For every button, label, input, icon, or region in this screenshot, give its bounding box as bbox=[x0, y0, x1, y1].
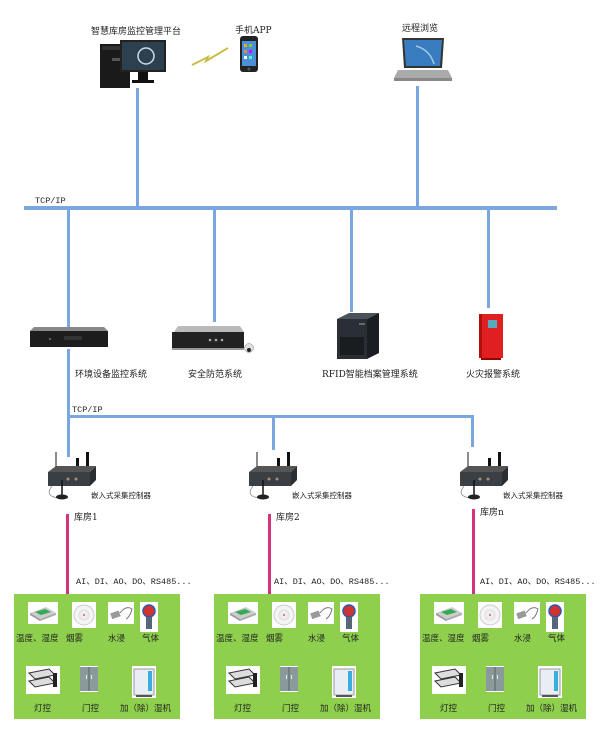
device-label: 灯控 bbox=[234, 704, 252, 714]
nvr-camera-icon bbox=[172, 326, 254, 358]
device-label: 烟雾 bbox=[472, 634, 490, 644]
thermo-hygrometer-icon bbox=[228, 602, 258, 624]
gas-detector-icon bbox=[546, 602, 564, 632]
device-label: 水浸 bbox=[308, 634, 326, 644]
laptop-icon bbox=[394, 36, 452, 82]
device-label: 门控 bbox=[82, 704, 100, 714]
signal-types-label: AI、DI、AO、DO、RS485... bbox=[480, 577, 596, 587]
device-label: 加（除）湿机 bbox=[120, 704, 172, 714]
door-control-icon bbox=[486, 666, 504, 692]
light-control-icon bbox=[432, 666, 466, 694]
signal-types-label: AI、DI、AO、DO、RS485... bbox=[76, 577, 192, 587]
device-label: 水浸 bbox=[108, 634, 126, 644]
remote-label: 远程浏览 bbox=[402, 24, 439, 34]
controller-icon bbox=[243, 450, 305, 502]
signal-types-label: AI、DI、AO、DO、RS485... bbox=[274, 577, 390, 587]
dehumidifier-icon bbox=[538, 666, 562, 698]
device-label: 烟雾 bbox=[266, 634, 284, 644]
controller-label: 嵌入式采集控制器 bbox=[503, 491, 563, 500]
platform-label: 智慧库房监控管理平台 bbox=[91, 27, 182, 37]
door-control-icon bbox=[80, 666, 98, 692]
device-label: 温度、湿度 bbox=[16, 634, 59, 644]
controller-drop-line-1 bbox=[67, 399, 70, 457]
tower-server-icon bbox=[337, 313, 381, 359]
water-leak-sensor-icon bbox=[108, 602, 134, 624]
device-label: 加（除）湿机 bbox=[526, 704, 578, 714]
device-label: 加（除）湿机 bbox=[320, 704, 372, 714]
thermo-hygrometer-icon bbox=[434, 602, 464, 624]
system-label-4: 火灾报警系统 bbox=[466, 370, 521, 380]
system-drop-line-4 bbox=[487, 210, 490, 308]
device-panel: 温度、湿度烟雾 水浸 气体灯控 门控 加（除）湿机 bbox=[214, 594, 380, 719]
water-leak-sensor-icon bbox=[514, 602, 540, 624]
device-label: 灯控 bbox=[440, 704, 458, 714]
controller-icon bbox=[454, 450, 516, 502]
thermo-hygrometer-icon bbox=[28, 602, 58, 624]
controller-label: 嵌入式采集控制器 bbox=[292, 491, 352, 500]
controller-label: 嵌入式采集控制器 bbox=[91, 491, 151, 500]
device-label: 水浸 bbox=[514, 634, 532, 644]
sub-protocol-label: TCP/IP bbox=[72, 405, 103, 415]
device-label: 气体 bbox=[342, 634, 360, 644]
device-label: 门控 bbox=[488, 704, 506, 714]
device-label: 门控 bbox=[282, 704, 300, 714]
system-label-3: RFID智能档案管理系统 bbox=[322, 370, 418, 380]
light-control-icon bbox=[26, 666, 60, 694]
dehumidifier-icon bbox=[332, 666, 356, 698]
controller-drop-line-3 bbox=[471, 415, 474, 447]
device-label: 气体 bbox=[142, 634, 160, 644]
dehumidifier-icon bbox=[132, 666, 156, 698]
door-control-icon bbox=[280, 666, 298, 692]
system-drop-line-1 bbox=[67, 210, 70, 328]
controller-icon bbox=[42, 450, 104, 502]
device-label: 温度、湿度 bbox=[422, 634, 465, 644]
gas-detector-icon bbox=[140, 602, 158, 632]
room-link-line bbox=[66, 514, 69, 594]
smoke-detector-icon bbox=[272, 602, 296, 628]
app-label: 手机APP bbox=[235, 26, 272, 36]
device-panel: 温度、湿度烟雾 水浸 气体灯控 门控 加（除）湿机 bbox=[420, 594, 586, 719]
wireless-link-icon bbox=[190, 45, 230, 67]
system-label-1: 环境设备监控系统 bbox=[75, 370, 148, 380]
platform-link-line bbox=[136, 88, 139, 208]
workstation-icon bbox=[98, 38, 170, 90]
device-label: 气体 bbox=[548, 634, 566, 644]
smoke-detector-icon bbox=[72, 602, 96, 628]
gas-detector-icon bbox=[340, 602, 358, 632]
room-link-line bbox=[268, 514, 271, 594]
device-label: 烟雾 bbox=[66, 634, 84, 644]
sub-network-bus bbox=[69, 415, 474, 418]
device-label: 灯控 bbox=[34, 704, 52, 714]
fire-alarm-cabinet-icon bbox=[479, 314, 503, 360]
system-label-2: 安全防范系统 bbox=[188, 370, 243, 380]
system-drop-line-3 bbox=[350, 210, 353, 312]
system-drop-line-2 bbox=[213, 210, 216, 322]
smartphone-icon bbox=[240, 36, 258, 72]
smoke-detector-icon bbox=[478, 602, 502, 628]
room-label: 库房n bbox=[480, 508, 504, 518]
device-panel: 温度、湿度烟雾 水浸 气体灯控 门控 加（除）湿机 bbox=[14, 594, 180, 719]
rack-server-icon bbox=[30, 327, 108, 349]
main-network-bus bbox=[24, 206, 557, 210]
env-system-down-line bbox=[67, 349, 70, 399]
controller-drop-line-2 bbox=[272, 415, 275, 450]
light-control-icon bbox=[226, 666, 260, 694]
water-leak-sensor-icon bbox=[308, 602, 334, 624]
main-protocol-label: TCP/IP bbox=[35, 196, 66, 206]
remote-link-line bbox=[416, 86, 419, 208]
device-label: 温度、湿度 bbox=[216, 634, 259, 644]
room-link-line bbox=[472, 509, 475, 594]
room-label: 库房1 bbox=[74, 513, 98, 523]
room-label: 库房2 bbox=[276, 513, 300, 523]
